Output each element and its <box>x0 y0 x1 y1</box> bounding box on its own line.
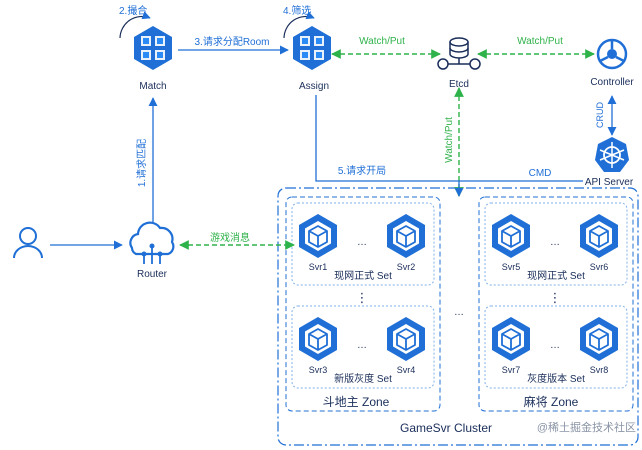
ellipsis-set-3: … <box>550 237 560 248</box>
watermark: @稀土掘金技术社区 <box>537 420 636 434</box>
set-box-2 <box>291 305 435 389</box>
edge-label-etcd-assign: Watch/Put <box>359 36 405 47</box>
vertical-ellipsis-zone-1: ⋮ <box>356 290 369 305</box>
edge-label-assign-cluster: 5.请求开局 <box>338 164 386 177</box>
etcd-label: Etcd <box>449 79 469 90</box>
user-icon <box>13 227 43 259</box>
zone-title-2: 麻将 Zone <box>524 394 579 409</box>
etcd-icon <box>437 37 481 70</box>
set-box-4 <box>484 305 628 389</box>
cluster-title: GameSvr Cluster <box>400 421 492 435</box>
match-label: Match <box>139 81 166 92</box>
router-icon <box>129 221 175 264</box>
assign-label: Assign <box>299 81 329 92</box>
zone-title-1: 斗地主 Zone <box>323 395 390 409</box>
server-icon-6 <box>580 214 618 258</box>
assign-step-label: 4.筛选 <box>283 4 311 17</box>
api-server-icon <box>595 137 629 172</box>
zone-box-doudizhu <box>285 196 441 412</box>
server-icon-4 <box>387 317 425 361</box>
server-icon-3 <box>299 317 337 361</box>
server-label-7: Svr7 <box>502 365 521 375</box>
api-server-label: API Server <box>585 177 634 188</box>
match-step-label: 2.撮合 <box>119 4 147 17</box>
edge-label-etcd-cluster: Watch/Put <box>444 117 455 163</box>
edge-label-controller-api: CRUD <box>595 102 605 128</box>
match-icon <box>134 26 172 70</box>
controller-label: Controller <box>590 77 634 88</box>
edge-assign-cluster <box>315 95 459 182</box>
server-icon-8 <box>580 317 618 361</box>
set-title-4: 灰度版本 Set <box>527 372 585 385</box>
server-label-4: Svr4 <box>397 365 416 375</box>
edge-label-etcd-controller: Watch/Put <box>517 36 563 47</box>
ellipsis-set-1: … <box>357 237 367 248</box>
edge-label-api-cluster: CMD <box>529 168 552 179</box>
ellipsis-set-2: … <box>357 340 367 351</box>
edge-label-router-match: 1.请求匹配 <box>135 139 148 187</box>
server-label-8: Svr8 <box>590 365 609 375</box>
server-label-2: Svr2 <box>397 262 416 272</box>
server-label-3: Svr3 <box>309 365 328 375</box>
ellipsis-zones: … <box>454 307 464 318</box>
server-label-1: Svr1 <box>309 262 328 272</box>
server-icon-5 <box>492 214 530 258</box>
server-label-5: Svr5 <box>502 262 521 272</box>
assign-icon <box>293 26 331 70</box>
set-title-2: 新版灰度 Set <box>334 372 392 385</box>
assign-self-loop <box>283 11 315 39</box>
server-icon-1 <box>299 214 337 258</box>
server-label-6: Svr6 <box>590 262 609 272</box>
controller-icon <box>596 38 628 70</box>
set-title-1: 现网正式 Set <box>334 269 392 282</box>
match-self-loop <box>119 11 151 39</box>
server-icon-2 <box>387 214 425 258</box>
set-box-3 <box>484 202 628 286</box>
edge-label-router-cluster: 游戏消息 <box>210 231 250 244</box>
server-icon-7 <box>492 317 530 361</box>
ellipsis-set-4: … <box>550 340 560 351</box>
vertical-ellipsis-zone-2: ⋮ <box>549 290 562 305</box>
edge-label-match-assign: 3.请求分配Room <box>194 35 269 48</box>
zone-box-majiang <box>478 196 634 412</box>
set-title-3: 现网正式 Set <box>527 269 585 282</box>
router-label: Router <box>137 269 168 280</box>
